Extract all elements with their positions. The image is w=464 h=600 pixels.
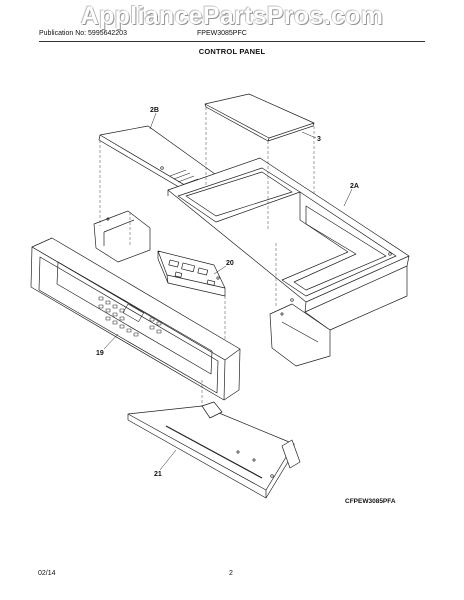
callout-19: 19 (96, 350, 104, 357)
page-title: CONTROL PANEL (198, 47, 266, 56)
callout-2a: 2A (350, 183, 359, 190)
page-number: 2 (229, 570, 233, 577)
right-side-bracket (269, 303, 331, 367)
callout-3: 3 (317, 136, 321, 143)
model-number: FPEW3085PFC (197, 30, 247, 37)
callout-21: 21 (154, 471, 162, 478)
leader-lines (103, 112, 353, 471)
part-19-front-panel (30, 237, 241, 401)
part-2a-top-frame (167, 157, 410, 331)
part-21-bottom-tray (127, 401, 301, 499)
publication-number: Publication No: 5995642203 (39, 30, 127, 37)
part-3-top-cover (204, 93, 315, 142)
watermark-logo: AppliancePartsPros.com (80, 2, 384, 30)
footer-date: 02/14 (38, 570, 56, 577)
alignment-lines (99, 107, 315, 406)
callout-20: 20 (226, 260, 234, 267)
part-20-control-board (157, 250, 226, 297)
callout-2b: 2B (150, 107, 159, 114)
drawing-code: CFPEW3085PFA (345, 498, 396, 505)
header-rule (39, 41, 425, 42)
left-side-bracket (93, 210, 151, 263)
